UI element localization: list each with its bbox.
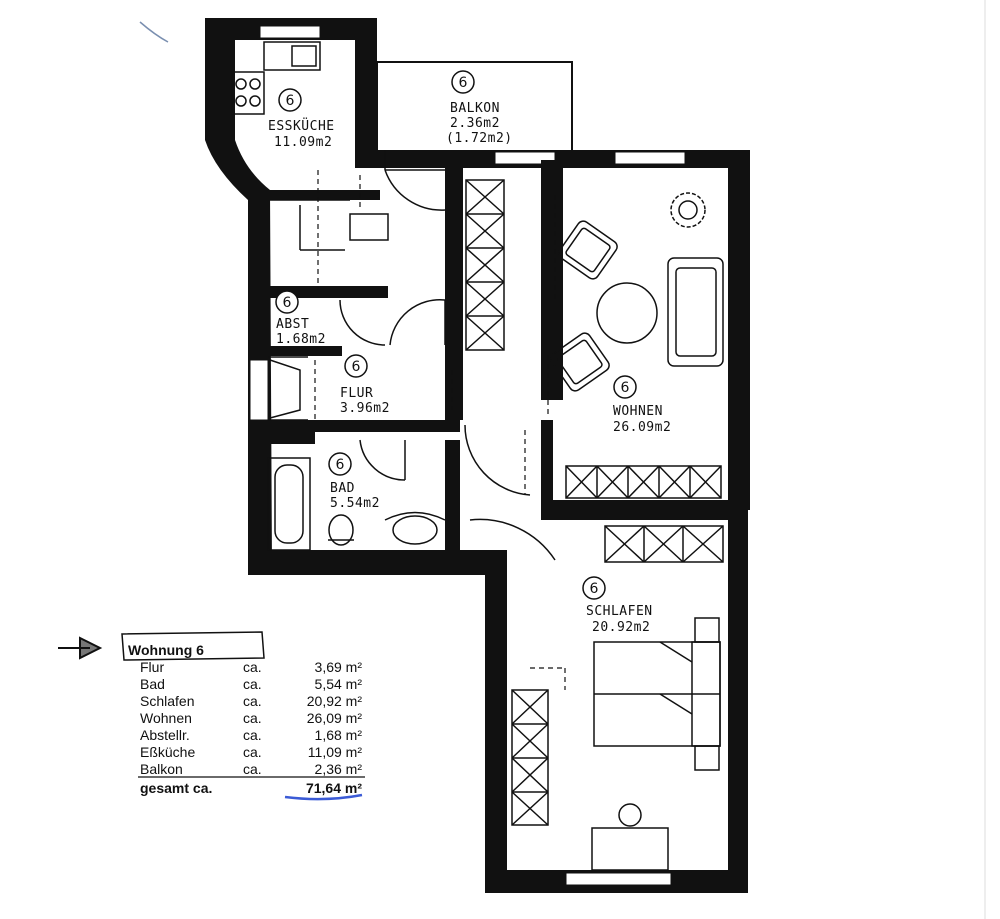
room-number-badge — [278, 88, 302, 112]
badge-label: 6 — [352, 359, 361, 375]
room-number-badge — [328, 452, 352, 476]
legend-label: Abstellr. — [140, 727, 190, 743]
room-number-badge — [275, 290, 299, 314]
badge-label: 6 — [459, 75, 468, 91]
room-area: 1.68m2 — [276, 332, 326, 347]
legend-row: Flur ca. 3,69 m² — [140, 659, 362, 675]
room-bad: 6 BAD 5.54m2 — [328, 452, 380, 511]
kitchen-stove-icon — [231, 71, 265, 115]
legend-ca: ca. — [243, 659, 262, 675]
badge-label: 6 — [590, 581, 599, 597]
wall-shelf-hall — [465, 179, 505, 351]
legend-value: 3,69 m² — [315, 659, 363, 675]
legend-ca: ca. — [243, 710, 262, 726]
room-area: 3.96m2 — [340, 401, 390, 416]
legend-label: Bad — [140, 676, 165, 692]
bedroom-wardrobe — [604, 525, 724, 563]
interior-lines — [268, 150, 386, 421]
living-furniture — [550, 220, 724, 392]
room-name: SCHLAFEN — [586, 604, 653, 619]
badge-label: 6 — [286, 93, 295, 109]
legend-total-label: gesamt ca. — [140, 780, 212, 796]
legend-label: Wohnen — [140, 710, 192, 726]
badge-label: 6 — [621, 380, 630, 396]
room-area: 2.36m2 — [450, 116, 500, 131]
room-name: BALKON — [450, 101, 500, 116]
legend-label: Balkon — [140, 761, 183, 777]
kitchen-table-icon — [349, 213, 389, 241]
wardrobe — [269, 359, 301, 419]
legend-label: Schlafen — [140, 693, 194, 709]
room-number-badge — [344, 354, 368, 378]
bath-fixtures — [267, 457, 446, 551]
scan-mark — [139, 21, 169, 43]
room-name: ESSKÜCHE — [268, 117, 335, 134]
legend-total-value: 71,64 m² — [306, 780, 362, 796]
room-abst: 6 ABST 1.68m2 — [275, 290, 326, 347]
room-area: 26.09m2 — [613, 420, 671, 435]
room-name: WOHNEN — [613, 404, 663, 419]
highlight-underline — [284, 793, 363, 801]
badge-label: 6 — [336, 457, 345, 473]
balcony-outline — [376, 61, 573, 150]
legend-label: Eßküche — [140, 744, 195, 760]
legend-value: 20,92 m² — [307, 693, 363, 709]
legend-row: Wohnen ca. 26,09 m² — [140, 710, 362, 726]
living-sideboard — [565, 465, 722, 499]
legend-row: Bad ca. 5,54 m² — [140, 676, 362, 692]
windows — [249, 25, 686, 886]
arrow-icon — [58, 636, 103, 660]
legend-value: 11,09 m² — [308, 744, 363, 760]
bedroom-desk — [591, 803, 669, 871]
door-swings — [339, 169, 556, 561]
room-name: FLUR — [340, 386, 373, 401]
legend-value: 5,54 m² — [315, 676, 363, 692]
area-legend: Wohnung 6 Flur ca. 3,69 m² Bad ca. 5,54 … — [58, 631, 365, 801]
legend-ca: ca. — [243, 676, 262, 692]
bedroom-shelf — [511, 689, 549, 826]
room-schlafen: 6 SCHLAFEN 20.92m2 — [582, 576, 653, 635]
double-bed — [593, 617, 721, 771]
legend-row: Balkon ca. 2,36 m² — [140, 761, 362, 777]
room-wohnen: 6 WOHNEN 26.09m2 — [613, 375, 671, 435]
legend-ca: ca. — [243, 693, 262, 709]
legend-value: 26,09 m² — [307, 710, 363, 726]
room-number-badge — [582, 576, 606, 600]
legend-row: Abstellr. ca. 1,68 m² — [140, 727, 362, 743]
legend-total-row: gesamt ca. 71,64 m² — [140, 780, 362, 796]
legend-ca: ca. — [243, 761, 262, 777]
legend-ca: ca. — [243, 727, 262, 743]
room-flur: 6 FLUR 3.96m2 — [340, 354, 390, 416]
legend-row: Eßküche ca. 11,09 m² — [140, 744, 362, 760]
electrical-lines — [314, 170, 566, 690]
legend-title: Wohnung 6 — [128, 642, 204, 658]
room-number-badge — [613, 375, 637, 399]
legend-row: Schlafen ca. 20,92 m² — [140, 693, 362, 709]
legend-value: 1,68 m² — [315, 727, 363, 743]
legend-title-box — [121, 631, 265, 661]
room-area: 5.54m2 — [330, 496, 380, 511]
kitchen-counter — [263, 41, 321, 71]
legend-ca: ca. — [243, 744, 262, 760]
interior-walls — [270, 160, 563, 555]
legend-label: Flur — [140, 659, 164, 675]
room-area: 20.92m2 — [592, 620, 650, 635]
room-area-alt: (1.72m2) — [446, 131, 513, 146]
room-name: BAD — [330, 481, 355, 496]
room-name: ABST — [276, 317, 309, 332]
room-esskueche: 6 ESSKÜCHE 11.09m2 — [268, 88, 335, 150]
room-balkon: 6 BALKON 2.36m2 (1.72m2) — [446, 70, 513, 146]
badge-label: 6 — [283, 295, 292, 311]
room-number-badge — [451, 70, 475, 94]
room-area: 11.09m2 — [274, 135, 332, 150]
plant-icon — [670, 192, 706, 228]
legend-value: 2,36 m² — [315, 761, 363, 777]
